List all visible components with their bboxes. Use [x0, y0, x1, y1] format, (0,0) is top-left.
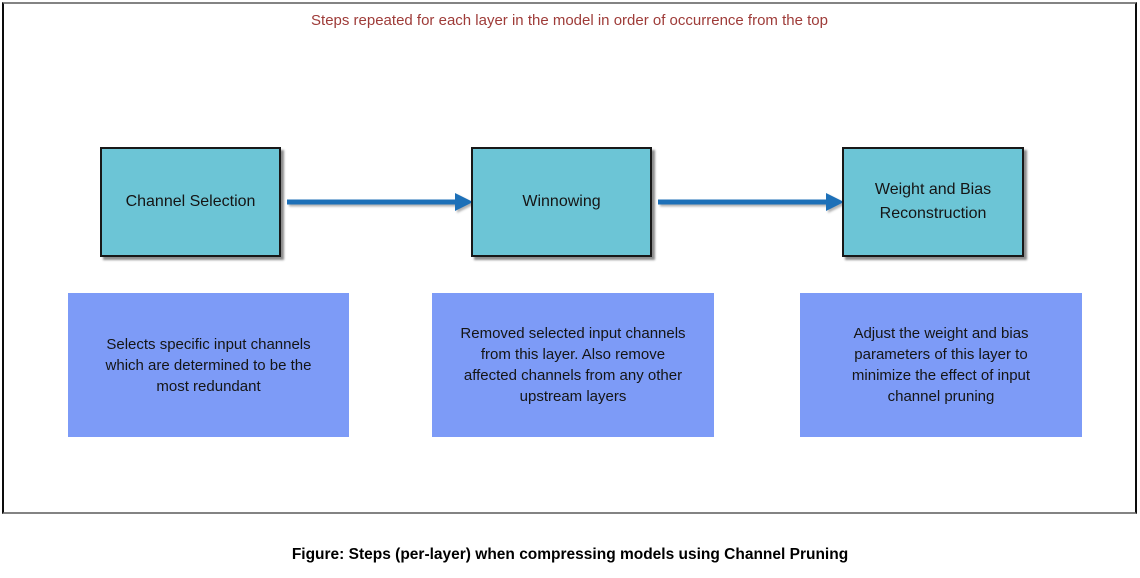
description-box-channel-selection: Selects specific input channels which ar… — [68, 293, 349, 437]
step-box-winnowing: Winnowing — [471, 147, 652, 257]
step-label: Weight and Bias Reconstruction — [874, 181, 992, 222]
diagram-title: Steps repeated for each layer in the mod… — [311, 12, 828, 29]
step-label: Winnowing — [522, 193, 601, 210]
arrow-head-icon — [826, 193, 844, 211]
description-text: Adjust the weight and bias parameters of… — [851, 325, 1031, 405]
description-box-weight-bias-reconstruction: Adjust the weight and bias parameters of… — [800, 293, 1082, 437]
step-label: Channel Selection — [125, 193, 256, 210]
step-box-channel-selection: Channel Selection — [100, 147, 281, 257]
step-box-weight-bias-reconstruction: Weight and Bias Reconstruction — [842, 147, 1024, 257]
flow-arrow-2 — [658, 193, 844, 211]
diagram-canvas: Steps repeated for each layer in the mod… — [2, 2, 1137, 514]
figure-caption: Figure: Steps (per-layer) when compressi… — [291, 546, 849, 563]
flow-arrow-1 — [287, 193, 473, 211]
arrow-head-icon — [455, 193, 473, 211]
description-text: Selects specific input channels which ar… — [105, 335, 312, 395]
description-text: Removed selected input channels from thi… — [460, 325, 686, 405]
description-box-winnowing: Removed selected input channels from thi… — [432, 293, 714, 437]
